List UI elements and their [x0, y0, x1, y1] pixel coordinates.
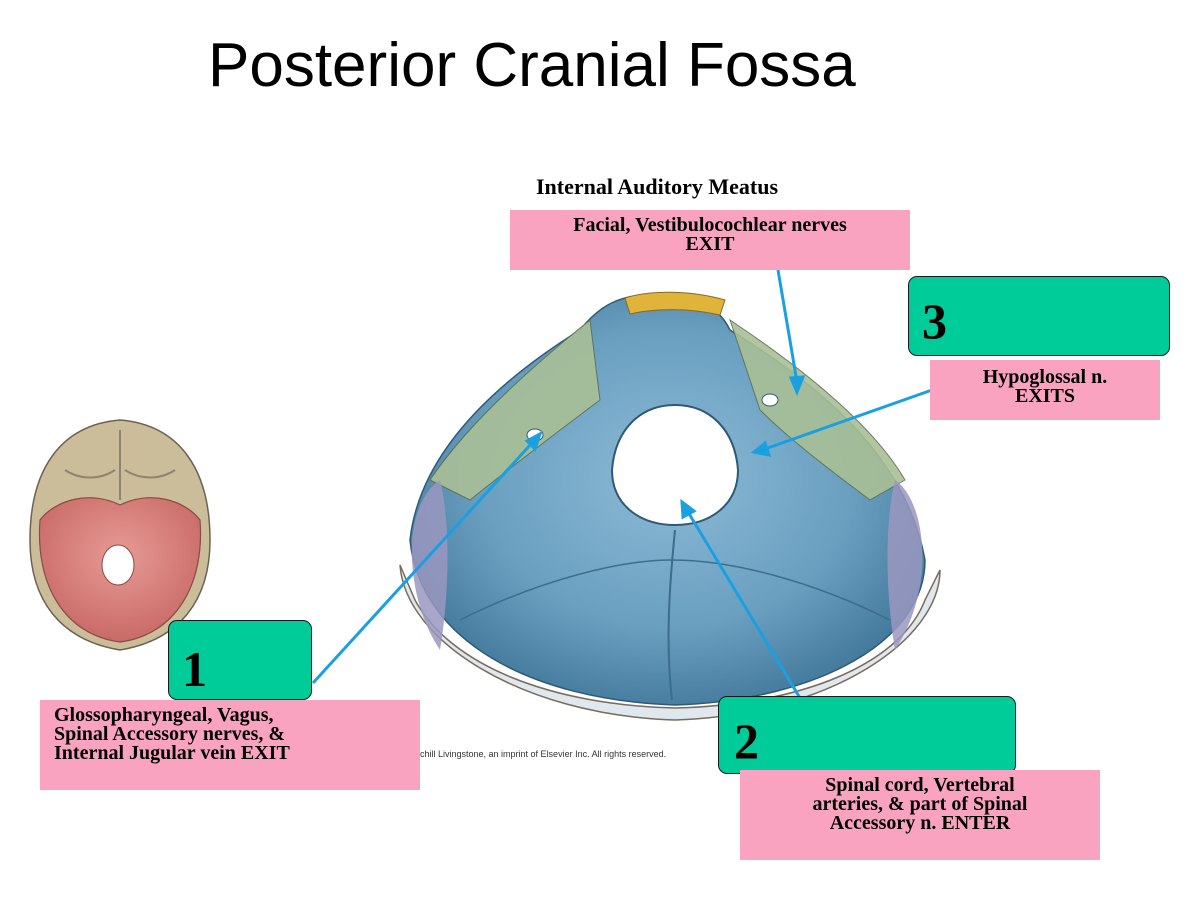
internal-auditory-meatus-label: Internal Auditory Meatus	[536, 174, 778, 199]
hypoglossal-box-line-2: EXITS	[1014, 385, 1076, 407]
spinal-cord-box: Spinal cord, Vertebral arteries, & part …	[740, 770, 1100, 860]
glosso-box-line-1: Glossopharyngeal, Vagus,	[54, 704, 274, 726]
answer-box-2[interactable]	[718, 696, 1016, 774]
answer-box-3[interactable]	[908, 276, 1170, 356]
glosso-box-line-2: Spinal Accessory nerves, &	[54, 723, 286, 745]
skull-base-thumbnail	[29, 419, 211, 651]
spinal-box-line-2: arteries, & part of Spinal	[812, 793, 1028, 815]
glossopharyngeal-box: Glossopharyngeal, Vagus, Spinal Accessor…	[40, 700, 420, 790]
spinal-box-line-1: Spinal cord, Vertebral	[825, 774, 1015, 796]
pointer-arrows	[311, 269, 933, 699]
slide-title: Posterior Cranial Fossa	[208, 31, 856, 100]
hypoglossal-box: Hypoglossal n. EXITS	[930, 360, 1160, 420]
glosso-box-line-3: Internal Jugular vein EXIT	[54, 742, 290, 764]
facial-box-line-2: EXIT	[685, 233, 735, 255]
facial-vestibulocochlear-box: Facial, Vestibulocochlear nerves EXIT	[510, 210, 910, 270]
answer-number-2: 2	[734, 713, 759, 769]
hypoglossal-box-line-1: Hypoglossal n.	[982, 366, 1108, 388]
answer-number-3: 3	[922, 293, 947, 349]
answer-box-1[interactable]	[168, 620, 312, 700]
answer-number-1: 1	[182, 641, 207, 697]
facial-box-line-1: Facial, Vestibulocochlear nerves	[573, 214, 847, 236]
spinal-box-line-3: Accessory n. ENTER	[829, 812, 1011, 834]
posterior-fossa-illustration	[399, 291, 941, 721]
copyright-notice: chill Livingstone, an imprint of Elsevie…	[420, 749, 667, 759]
